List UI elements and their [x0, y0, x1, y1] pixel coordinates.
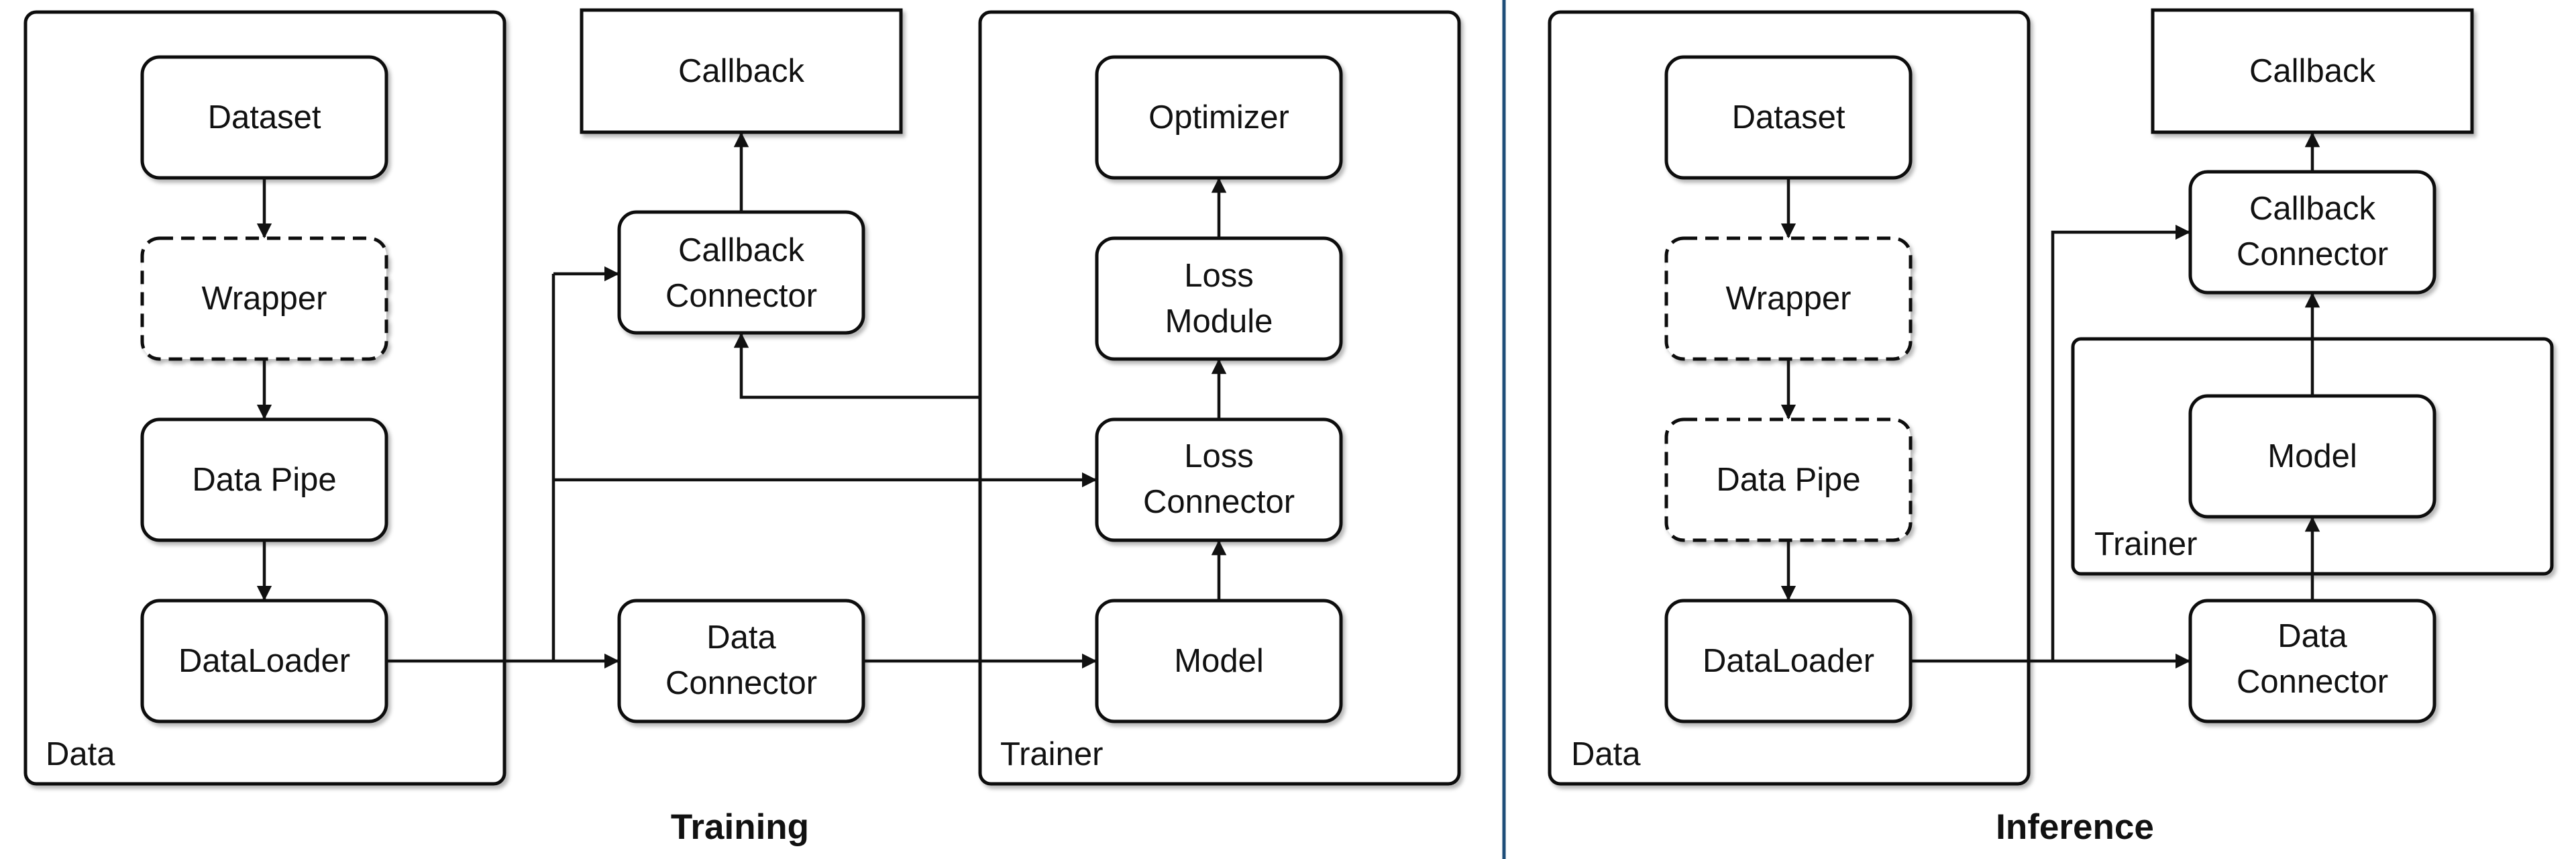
training-title: Training — [671, 807, 809, 847]
inference-data-connector-node: Data Connector — [2188, 599, 2436, 723]
svg-text:Callback: Callback — [2249, 191, 2375, 227]
inference-panel: Data Trainer Dataset Wrapper Data Pipe D… — [1548, 8, 2554, 847]
inf-edge-dataloader-to-callback-connector — [2051, 224, 2191, 661]
svg-text:Connector: Connector — [665, 665, 817, 701]
inference-callback-connector-node: Callback Connector — [2188, 170, 2436, 295]
inference-dataset-node: Dataset — [1664, 55, 1913, 180]
svg-text:Data Pipe: Data Pipe — [1716, 462, 1860, 498]
svg-text:Connector: Connector — [2237, 236, 2388, 272]
training-wrapper-node: Wrapper — [140, 236, 388, 361]
svg-text:DataLoader: DataLoader — [1703, 643, 1874, 679]
svg-text:Loss: Loss — [1184, 438, 1254, 474]
svg-text:Data: Data — [2277, 618, 2347, 654]
inference-data-pipe-node: Data Pipe — [1664, 417, 1913, 542]
svg-text:Dataset: Dataset — [1732, 99, 1845, 136]
inference-model-node: Model — [2188, 394, 2436, 519]
svg-text:DataLoader: DataLoader — [178, 643, 350, 679]
svg-text:Dataset: Dataset — [208, 99, 321, 136]
inference-wrapper-node: Wrapper — [1664, 236, 1913, 361]
training-dataloader-node: DataLoader — [140, 599, 388, 723]
inference-dataloader-node: DataLoader — [1664, 599, 1913, 723]
training-data-connector-node: Data Connector — [617, 599, 865, 723]
svg-text:Wrapper: Wrapper — [201, 281, 327, 317]
svg-text:Optimizer: Optimizer — [1148, 99, 1289, 136]
inference-data-group-label: Data — [1571, 736, 1641, 772]
training-model-node: Model — [1095, 599, 1343, 723]
svg-text:Module: Module — [1165, 303, 1273, 340]
inference-title: Inference — [1996, 807, 2154, 847]
svg-text:Callback: Callback — [678, 53, 804, 89]
svg-text:Model: Model — [1174, 643, 1263, 679]
training-loss-module-node: Loss Module — [1095, 236, 1343, 361]
training-data-group-label: Data — [46, 736, 115, 772]
training-dataset-node: Dataset — [140, 55, 388, 180]
training-callback-connector-node: Callback Connector — [617, 210, 865, 335]
svg-text:Loss: Loss — [1184, 258, 1254, 294]
training-data-pipe-node: Data Pipe — [140, 417, 388, 542]
inference-callback-node: Callback — [2151, 8, 2474, 134]
svg-text:Callback: Callback — [678, 232, 804, 268]
svg-text:Data Pipe: Data Pipe — [192, 462, 336, 498]
training-callback-node: Callback — [580, 8, 903, 134]
training-trainer-group-label: Trainer — [1000, 736, 1103, 772]
svg-text:Callback: Callback — [2249, 53, 2375, 89]
edge-trainer-to-callback-connector — [733, 332, 980, 399]
svg-text:Connector: Connector — [2237, 664, 2388, 700]
training-optimizer-node: Optimizer — [1095, 55, 1343, 180]
svg-text:Connector: Connector — [1143, 484, 1295, 520]
svg-text:Model: Model — [2267, 438, 2357, 474]
svg-text:Wrapper: Wrapper — [1725, 281, 1851, 317]
inference-trainer-group-label: Trainer — [2094, 526, 2197, 562]
svg-text:Connector: Connector — [665, 278, 817, 314]
training-loss-connector-node: Loss Connector — [1095, 417, 1343, 542]
svg-text:Data: Data — [706, 619, 776, 656]
training-panel: Data Trainer Dataset Wrapper Data Pipe D… — [23, 8, 1461, 847]
